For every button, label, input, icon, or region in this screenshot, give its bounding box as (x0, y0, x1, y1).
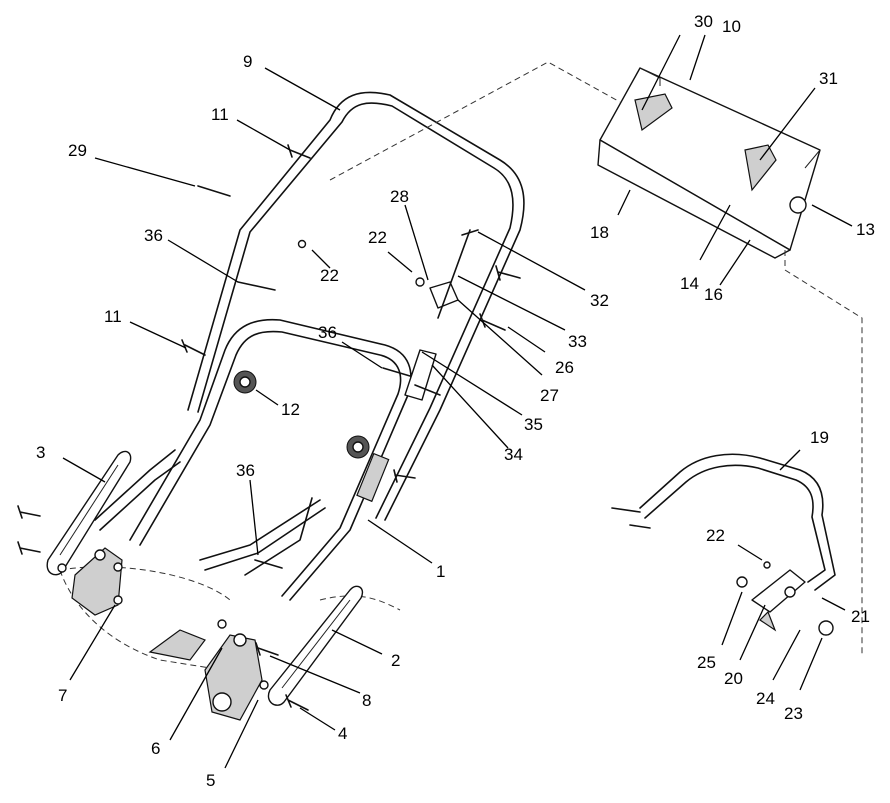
height-bracket-part-3 (46, 450, 132, 576)
callout-19: 19 (810, 428, 829, 447)
callout-14: 14 (680, 274, 699, 293)
callout-35: 35 (524, 415, 543, 434)
callout-7: 7 (58, 686, 67, 705)
callout-11-mid: 11 (104, 307, 122, 326)
leader-lines (62, 34, 853, 769)
mower-deck-outline (59, 566, 401, 669)
bail-handle-part-19 (611, 453, 836, 591)
callout-28: 28 (390, 187, 409, 206)
nut-part-25 (736, 576, 748, 588)
knob-part-12-b (346, 435, 370, 459)
callout-23: 23 (784, 704, 803, 723)
wheel-arm (148, 629, 206, 661)
callout-34: 34 (504, 445, 523, 464)
callout-22-top: 22 (368, 228, 387, 247)
callout-24: 24 (756, 689, 775, 708)
callout-5: 5 (206, 771, 215, 790)
callout-16: 16 (704, 285, 723, 304)
callout-36-left: 36 (144, 226, 163, 245)
callout-1: 1 (436, 562, 445, 581)
cable-tie-36-a (237, 281, 276, 291)
callout-6: 6 (151, 739, 160, 758)
callout-25: 25 (697, 653, 716, 672)
pivot-part-24 (784, 586, 796, 598)
callout-36-center: 36 (318, 323, 337, 342)
lower-handle-arm-left (94, 449, 181, 531)
cable-tie-36-b (382, 367, 411, 377)
callout-4: 4 (338, 724, 347, 743)
callout-22-right: 22 (706, 526, 725, 545)
control-lever-part-30 (634, 93, 673, 132)
control-bracket-part-27 (429, 229, 479, 319)
callout-27: 27 (540, 386, 559, 405)
control-panel-guide (329, 61, 863, 655)
nut-part-23 (818, 620, 834, 636)
height-bracket-part-2 (267, 585, 364, 706)
cable-housing-part-35 (404, 349, 441, 401)
callout-36-lower: 36 (236, 461, 255, 480)
callout-2: 2 (391, 651, 400, 670)
callout-26: 26 (555, 358, 574, 377)
callout-13: 13 (856, 220, 875, 239)
callout-3: 3 (36, 443, 45, 462)
lower-crossbar (199, 499, 326, 571)
callout-labels: 1 2 3 4 5 6 7 8 9 10 11 11 12 13 14 16 1… (36, 12, 875, 790)
callout-9: 9 (243, 52, 252, 71)
control-panel-part-10 (597, 67, 821, 259)
callout-18: 18 (590, 223, 609, 242)
bolts (17, 144, 521, 711)
callout-33: 33 (568, 332, 587, 351)
callout-20: 20 (724, 669, 743, 688)
control-lever-part-31 (744, 144, 777, 192)
callout-31: 31 (819, 69, 838, 88)
control-knob-part-13 (789, 196, 807, 214)
callout-11-top: 11 (211, 105, 229, 124)
cable-tie-36-c (254, 559, 283, 569)
callout-21: 21 (851, 607, 870, 626)
callout-32: 32 (590, 291, 609, 310)
callout-12: 12 (281, 400, 300, 419)
bail-cable (244, 497, 313, 576)
cable-tie-part-29 (197, 185, 231, 197)
pivot-assembly-part-6 (204, 633, 263, 721)
callout-10: 10 (722, 17, 741, 36)
callout-30: 30 (694, 12, 713, 31)
nut-part-22 (763, 561, 771, 569)
bail-bracket-part-20 (736, 561, 834, 636)
callout-29: 29 (68, 141, 87, 160)
callout-22-mid: 22 (320, 266, 339, 285)
pivot-plate-part-7 (71, 547, 123, 616)
knob-part-12 (233, 370, 257, 394)
callout-8: 8 (362, 691, 371, 710)
